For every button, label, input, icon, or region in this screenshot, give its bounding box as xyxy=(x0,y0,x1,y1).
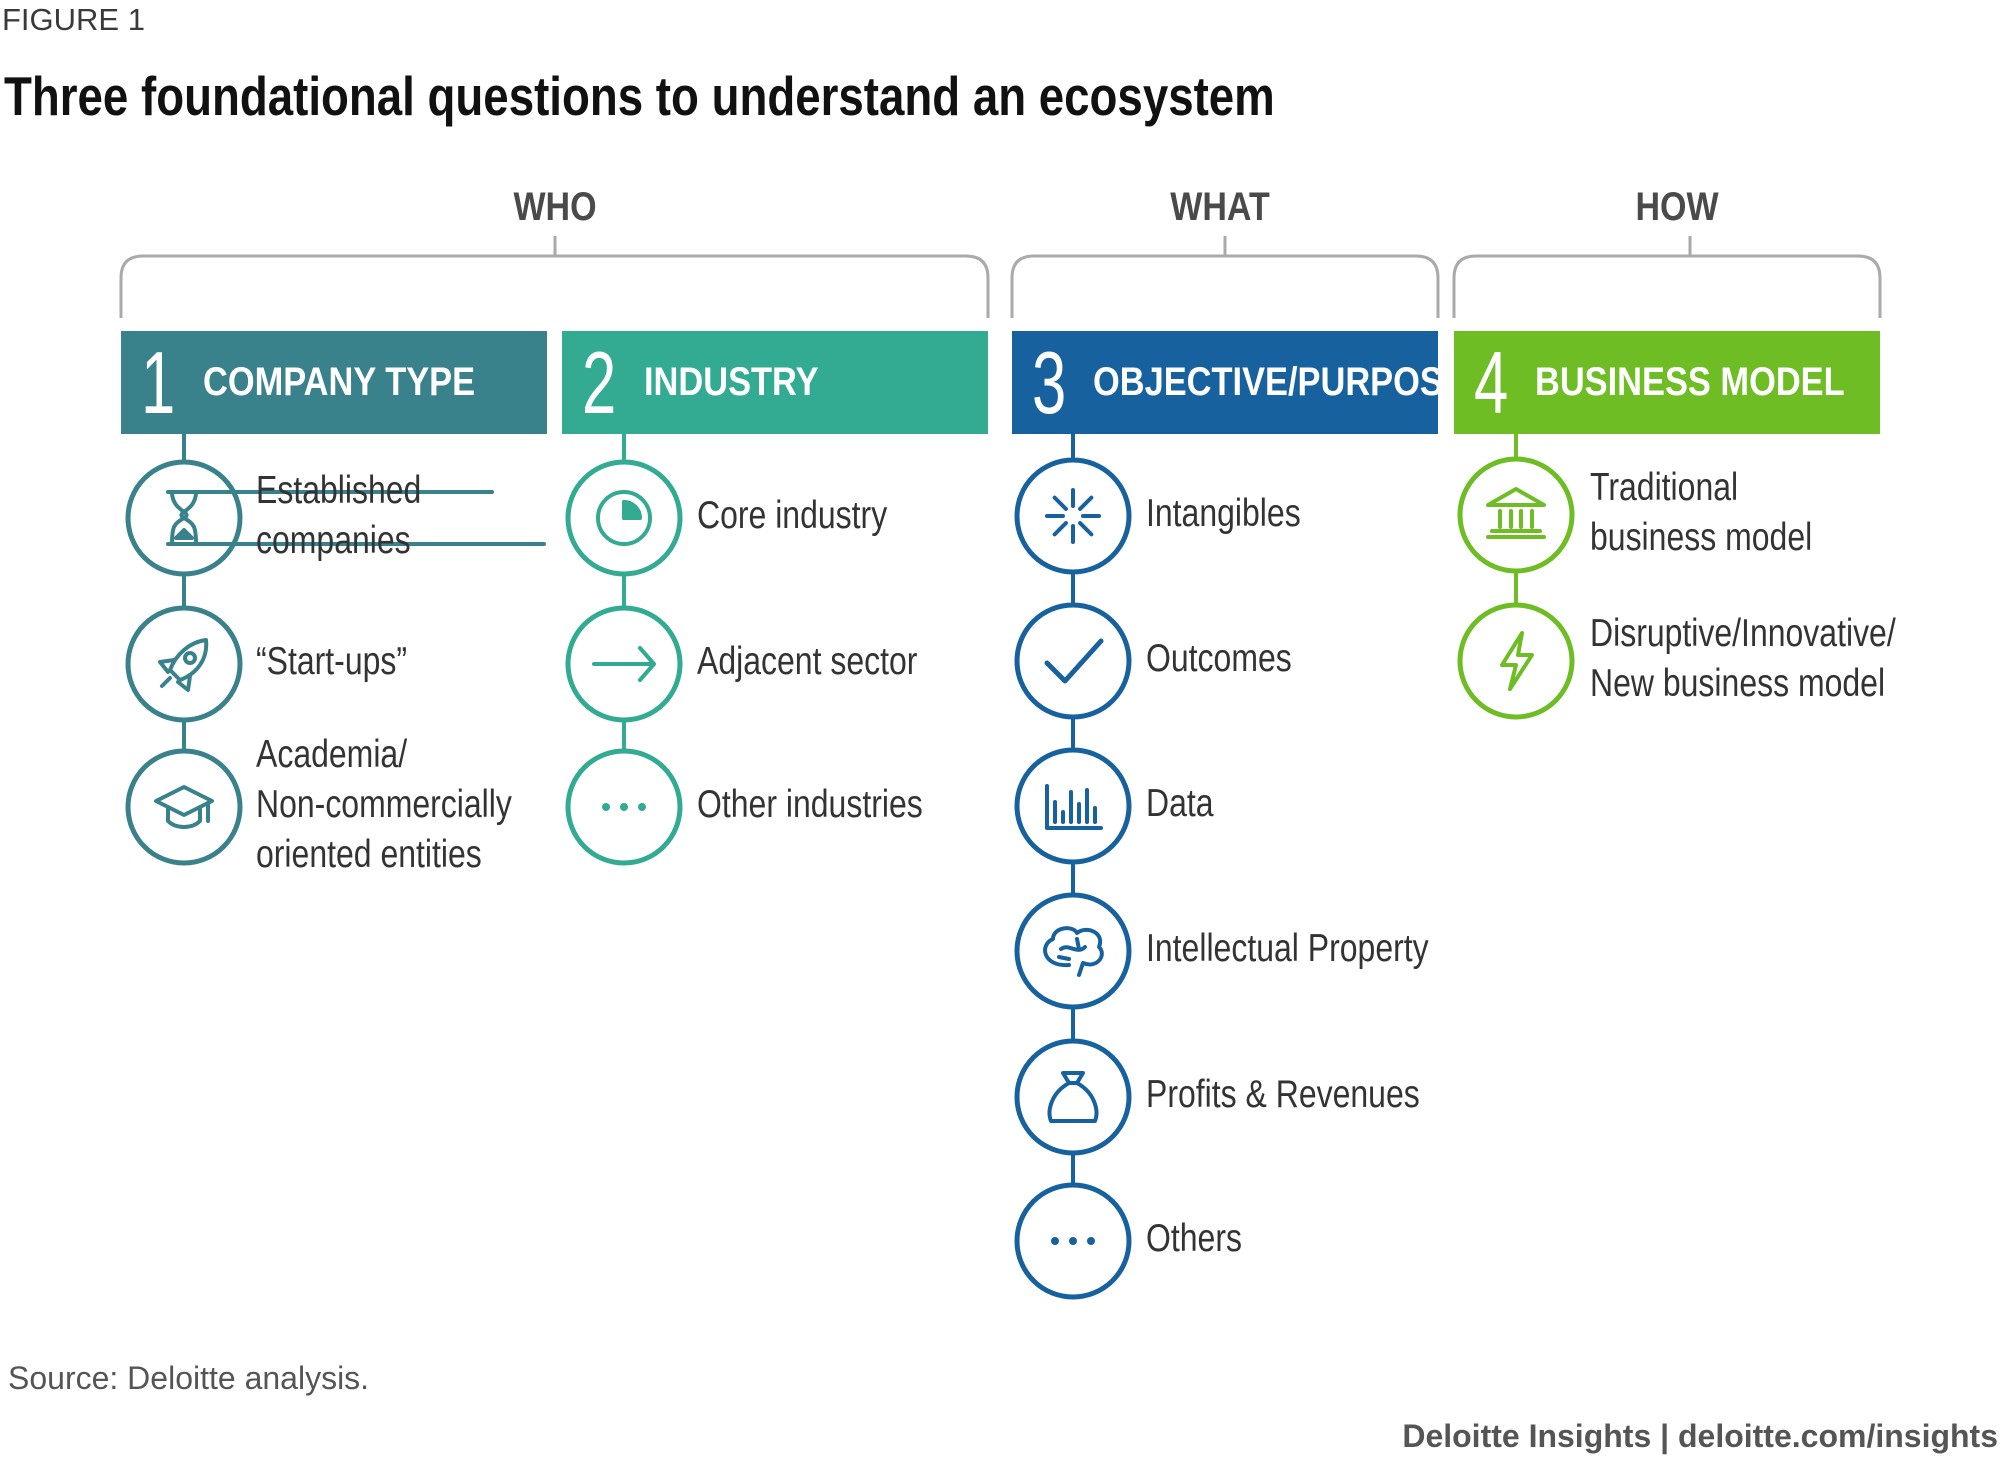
arrow-right-icon xyxy=(565,605,683,723)
item-label: Established companies xyxy=(256,466,421,566)
column-header-2: 2 INDUSTRY xyxy=(562,331,988,434)
item-label-line: Data xyxy=(1146,782,1214,825)
item-label-line: Profits & Revenues xyxy=(1146,1073,1420,1116)
item-label-line: Intangibles xyxy=(1146,492,1301,535)
item-label: Intangibles xyxy=(1146,489,1301,539)
icon-circle xyxy=(1457,456,1575,574)
sparkle-icon xyxy=(1014,457,1132,575)
column-number: 1 xyxy=(141,332,176,432)
item-label: Others xyxy=(1146,1214,1242,1264)
money-bag-icon xyxy=(1014,1038,1132,1156)
ellipsis-icon xyxy=(1014,1182,1132,1300)
icon-circle xyxy=(125,605,243,723)
bracket-how xyxy=(1452,236,1882,318)
item-label-line: New business model xyxy=(1590,662,1886,705)
graduation-cap-icon xyxy=(125,748,243,866)
item-label: “Start-ups” xyxy=(256,637,407,687)
icon-circle xyxy=(1014,457,1132,575)
item-label-line: Intellectual Property xyxy=(1146,927,1429,970)
item-label: Outcomes xyxy=(1146,634,1292,684)
item-label-line: Other industries xyxy=(697,783,923,826)
column-number: 3 xyxy=(1032,332,1067,432)
question-what: WHAT xyxy=(1170,185,1270,229)
icon-circle xyxy=(1014,602,1132,720)
question-who: WHO xyxy=(513,185,597,229)
lightning-icon xyxy=(1457,602,1575,720)
bank-building-icon xyxy=(1457,456,1575,574)
item-label: Disruptive/Innovative/New business model xyxy=(1590,609,1896,709)
rocket-icon xyxy=(125,605,243,723)
column-heading: COMPANY TYPE xyxy=(203,360,476,404)
item-label-line: Academia/ xyxy=(256,733,408,776)
icon-circle xyxy=(1457,602,1575,720)
column-heading: OBJECTIVE/PURPOSE xyxy=(1092,360,1438,404)
bracket-who xyxy=(119,236,990,318)
icon-circle xyxy=(1014,1038,1132,1156)
brackets xyxy=(119,236,1882,318)
column-header-4: 4 BUSINESS MODEL xyxy=(1454,331,1880,434)
item-label: Intellectual Property xyxy=(1146,924,1429,974)
brain-icon xyxy=(1014,892,1132,1010)
item-label-line: Traditional xyxy=(1590,466,1739,509)
icon-circle xyxy=(1014,892,1132,1010)
item-label-line: Non-commercially xyxy=(256,783,512,826)
column-heading: INDUSTRY xyxy=(644,360,819,404)
item-label: Academia/Non-commercially oriented entiti… xyxy=(256,730,512,880)
item-label: Data xyxy=(1146,779,1214,829)
item-label-line: business model xyxy=(1590,516,1813,559)
hourglass-icon xyxy=(125,459,546,577)
item-label: Profits & Revenues xyxy=(1146,1070,1420,1120)
item-label-line: oriented entities xyxy=(256,833,482,876)
item-label: Adjacent sector xyxy=(697,637,917,687)
column-header-3: 3 OBJECTIVE/PURPOSE xyxy=(1012,331,1438,434)
item-label: Core industry xyxy=(697,491,887,541)
column-number: 4 xyxy=(1474,332,1509,432)
column-number: 2 xyxy=(582,332,617,432)
item-label-line: Established xyxy=(256,469,422,512)
question-how: HOW xyxy=(1635,185,1719,229)
item-label: Other industries xyxy=(697,780,923,830)
figure-label: FIGURE 1 xyxy=(2,2,145,37)
pie-chart-icon xyxy=(565,459,683,577)
page-title: Three foundational questions to understa… xyxy=(4,65,1275,127)
bar-chart-icon xyxy=(1014,747,1132,865)
item-label-line: Adjacent sector xyxy=(697,640,918,683)
item-label: Traditional business model xyxy=(1590,463,1812,563)
item-label-line: Outcomes xyxy=(1146,637,1292,680)
publisher-credit: Deloitte Insights | deloitte.com/insight… xyxy=(1402,1418,1998,1454)
source-note: Source: Deloitte analysis. xyxy=(8,1360,370,1396)
bracket-what xyxy=(1010,236,1440,318)
item-label-line: Others xyxy=(1146,1217,1242,1260)
checkmark-icon xyxy=(1014,602,1132,720)
item-label-line: “Start-ups” xyxy=(256,640,408,683)
item-label-line: companies xyxy=(256,519,411,562)
column-heading: BUSINESS MODEL xyxy=(1534,360,1845,404)
item-label-line: Core industry xyxy=(697,494,888,537)
icon-circle xyxy=(125,748,243,866)
column-header-1: 1 COMPANY TYPE xyxy=(121,331,547,434)
item-label-line: Disruptive/Innovative/ xyxy=(1590,612,1896,655)
ellipsis-icon xyxy=(565,748,683,866)
